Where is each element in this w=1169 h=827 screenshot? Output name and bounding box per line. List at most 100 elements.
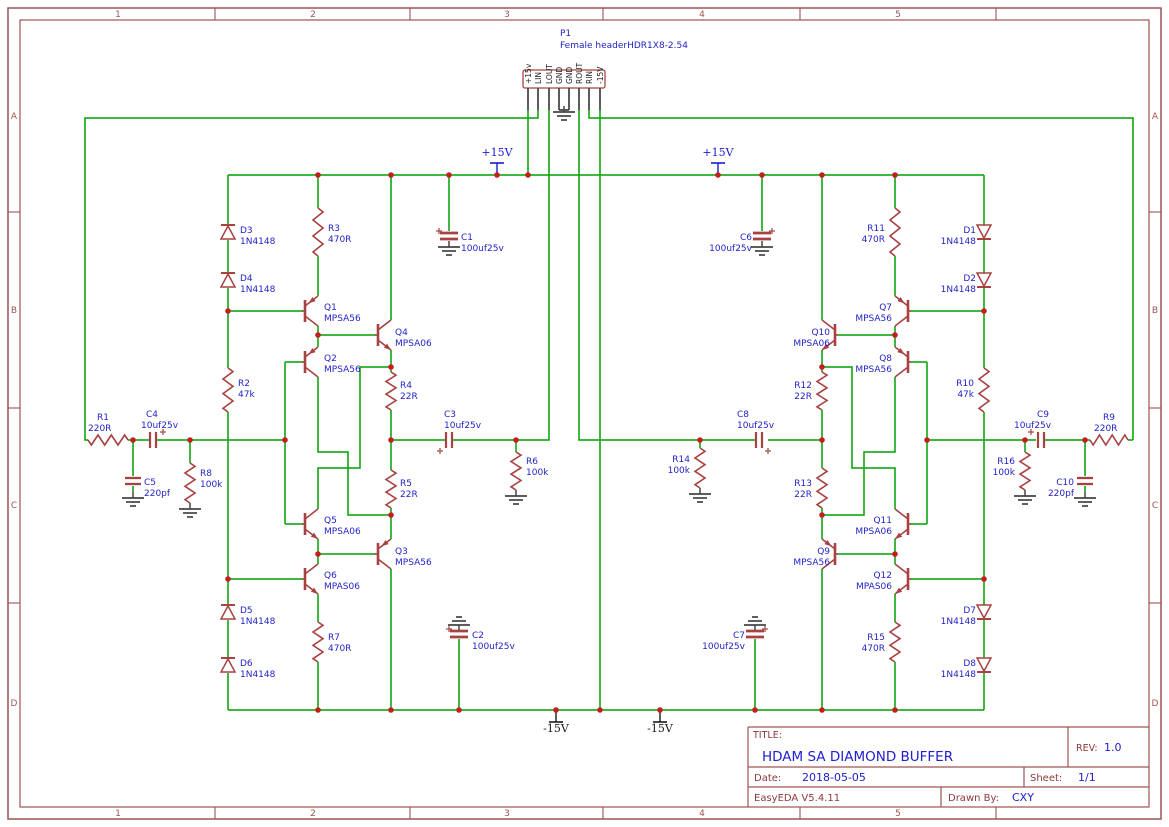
wire[interactable] bbox=[516, 110, 550, 441]
wire[interactable] bbox=[317, 366, 391, 509]
ground-symbol[interactable] bbox=[448, 616, 470, 631]
grid-row-label: B bbox=[1152, 306, 1158, 316]
ground-symbol[interactable] bbox=[553, 106, 575, 121]
ground-symbol[interactable] bbox=[751, 241, 773, 256]
ground-symbol[interactable] bbox=[689, 488, 711, 503]
wires[interactable] bbox=[84, 110, 1134, 711]
wire[interactable] bbox=[822, 377, 896, 516]
junction-dot bbox=[819, 172, 825, 178]
capacitor-ref: C1 bbox=[461, 233, 473, 243]
ground-symbol[interactable] bbox=[179, 503, 201, 518]
power-flag-label: +15V bbox=[481, 146, 513, 159]
transistor-part: MPAS06 bbox=[324, 582, 360, 592]
wire[interactable] bbox=[578, 110, 700, 441]
capacitor-value: 10uf25v bbox=[737, 421, 775, 431]
capacitor-value: 220pf bbox=[1048, 489, 1075, 499]
transistor-part: MPSA56 bbox=[855, 365, 892, 375]
ground-symbol[interactable] bbox=[122, 492, 144, 507]
diode-value: 1N4148 bbox=[240, 617, 276, 627]
capacitor-ref: C6 bbox=[740, 233, 752, 243]
pin-label: GND bbox=[565, 67, 574, 84]
wire[interactable] bbox=[84, 110, 539, 441]
transistor-part: MPSA06 bbox=[793, 339, 830, 349]
diode-value: 1N4148 bbox=[941, 285, 977, 295]
diode-ref: D2 bbox=[963, 274, 976, 284]
ground-symbol[interactable] bbox=[438, 241, 460, 256]
power-flag--15V[interactable]: -15V bbox=[647, 710, 674, 735]
resistor-value: 22R bbox=[400, 490, 418, 500]
diode-value: 1N4148 bbox=[941, 617, 977, 627]
ground-symbol[interactable] bbox=[1074, 492, 1096, 507]
ground-symbol[interactable] bbox=[744, 616, 766, 631]
resistor-value: 47k bbox=[957, 390, 974, 400]
junction-dot bbox=[282, 437, 288, 443]
junction-dot bbox=[225, 576, 231, 582]
capacitor-value: 10uf25v bbox=[141, 421, 179, 431]
transistor-ref: Q5 bbox=[324, 516, 337, 526]
wire[interactable] bbox=[588, 110, 1134, 440]
power-flag-+15V[interactable]: +15V bbox=[481, 146, 514, 175]
junction-dot bbox=[924, 437, 930, 443]
capacitor-value: 100uf25v bbox=[702, 642, 746, 652]
power-flag--15V[interactable]: -15V bbox=[543, 710, 570, 735]
resistor-value: 100k bbox=[200, 480, 223, 490]
capacitor-value: 100uf25v bbox=[472, 642, 516, 652]
ground-symbol[interactable] bbox=[1014, 490, 1036, 505]
power-flag-label: -15V bbox=[647, 722, 674, 735]
date-label: Date: bbox=[754, 773, 781, 784]
power-flag-+15V[interactable]: +15V bbox=[702, 146, 735, 175]
pin-label: RIN bbox=[585, 71, 594, 84]
wire[interactable] bbox=[317, 377, 391, 516]
ground-symbol[interactable] bbox=[505, 490, 527, 505]
wire[interactable] bbox=[822, 366, 896, 509]
resistor-value: 470R bbox=[862, 235, 885, 245]
